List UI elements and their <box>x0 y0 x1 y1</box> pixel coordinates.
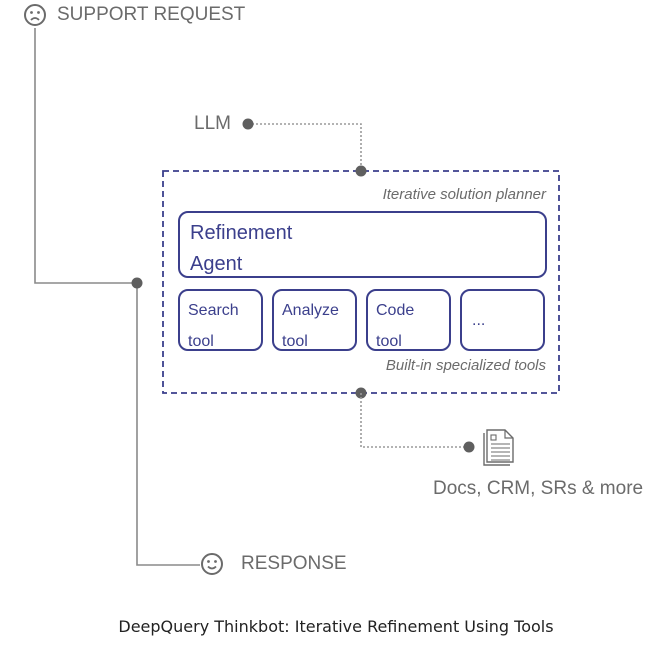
sad-face-icon <box>24 4 46 26</box>
response-connector <box>136 283 200 566</box>
tool-label-line2: tool <box>282 333 308 350</box>
tools-caption: Built-in specialized tools <box>385 357 546 374</box>
agent-label-line2: Agent <box>190 253 243 275</box>
llm-label: LLM <box>194 113 231 134</box>
refinement-agent-box: Refinement Agent <box>178 211 547 278</box>
tool-label-line1: Code <box>376 302 415 319</box>
llm-node <box>242 118 254 130</box>
tool-label-line2: tool <box>376 333 402 350</box>
request-connector <box>34 28 137 284</box>
llm-connector <box>248 123 362 170</box>
more-tools-label: ... <box>472 311 486 329</box>
code-tool-box: Code tool <box>366 289 451 351</box>
data-connector <box>360 393 469 448</box>
data-node <box>463 441 475 453</box>
planner-top-node <box>355 165 367 177</box>
support-request-label: SUPPORT REQUEST <box>57 4 246 25</box>
response-label: RESPONSE <box>241 553 347 574</box>
search-tool-box: Search tool <box>178 289 263 351</box>
analyze-tool-box: Analyze tool <box>272 289 357 351</box>
tool-label-line2: tool <box>188 333 214 350</box>
junction-node <box>131 277 143 289</box>
agent-label-line1: Refinement <box>190 222 293 244</box>
document-icon <box>483 429 514 466</box>
tool-label-line1: Analyze <box>282 302 339 319</box>
data-sources-label: Docs, CRM, SRs & more <box>433 478 644 499</box>
planner-caption: Iterative solution planner <box>382 186 546 203</box>
tool-label-line1: Search <box>188 302 239 319</box>
diagram-title: DeepQuery Thinkbot: Iterative Refinement… <box>118 617 554 636</box>
smiley-face-icon <box>201 553 223 575</box>
more-tools-box: ... <box>460 289 545 351</box>
